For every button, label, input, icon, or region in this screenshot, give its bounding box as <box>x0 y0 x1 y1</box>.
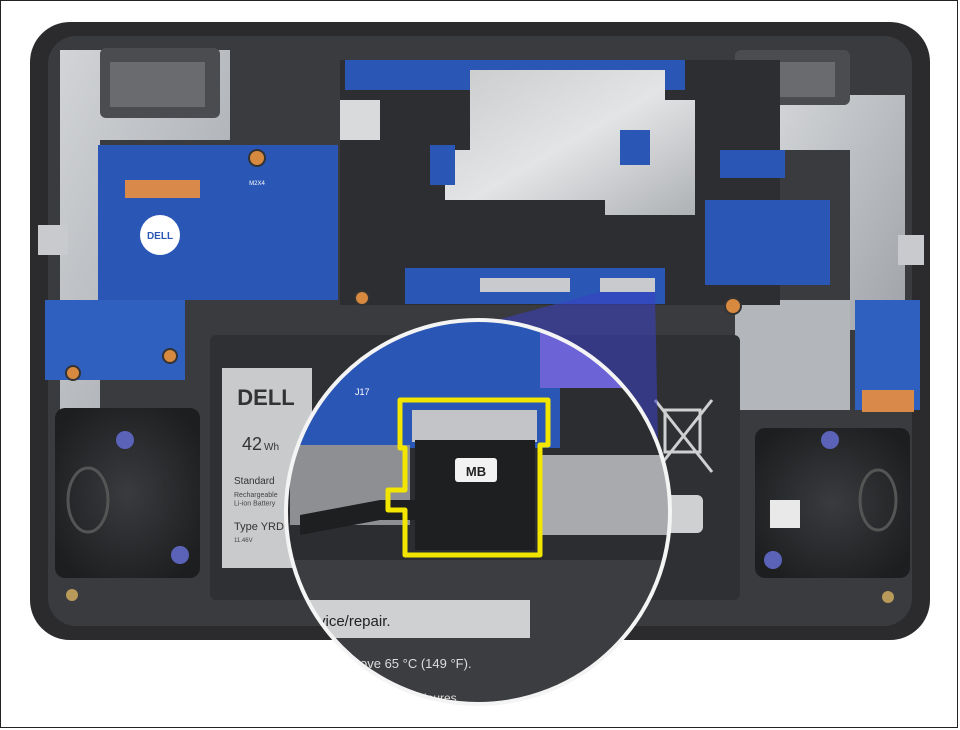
speaker-left <box>55 408 200 578</box>
connector-tag: J17 <box>355 387 370 397</box>
screw <box>354 290 370 306</box>
chip <box>620 130 650 165</box>
battery-standard: Standard <box>234 476 275 487</box>
speaker-right <box>755 428 910 578</box>
battery-brand: DELL <box>237 385 294 410</box>
battery-capacity-unit: Wh <box>264 442 279 453</box>
svg-text:MB: MB <box>466 464 486 479</box>
board-logo: DELL <box>147 231 173 242</box>
magnified-callout: vice/repair. ove 65 °C (149 °F). rieures… <box>286 320 670 704</box>
daughter-board-right <box>705 200 830 285</box>
warning-line-2: ove 65 °C (149 °F). <box>360 656 472 671</box>
connector <box>720 150 785 178</box>
battery-type: Type YRD <box>234 521 284 533</box>
wifi-card <box>340 100 380 140</box>
speaker-grommet <box>821 431 839 449</box>
chip <box>430 145 455 185</box>
screw <box>882 591 894 603</box>
usb-port-right <box>898 235 924 265</box>
screw <box>66 589 78 601</box>
metal-bracket-right <box>735 300 850 410</box>
orange-tab <box>862 390 914 412</box>
usb-port-left <box>38 225 68 255</box>
display-connector <box>412 410 537 442</box>
heat-shield-foil <box>445 70 695 215</box>
speaker-right-port <box>858 468 898 532</box>
dell-logo-circle <box>140 215 180 255</box>
screw <box>724 297 742 315</box>
warning-line-1: vice/repair. <box>318 613 391 630</box>
cable-tag: MB <box>455 458 497 482</box>
battery-voltage: 11.46V <box>234 538 253 544</box>
ribbon-connector <box>480 278 570 292</box>
screw <box>65 365 81 381</box>
board-screw-label: M2X4 <box>249 181 265 187</box>
speaker-grommet <box>764 551 782 569</box>
ribbon-connector <box>600 278 655 292</box>
speaker-grommet <box>116 431 134 449</box>
io-board-left <box>45 300 185 380</box>
screw <box>162 348 178 364</box>
hinge-left-plate <box>110 62 205 107</box>
highlight-outline <box>385 397 551 558</box>
speaker-grommet <box>171 546 189 564</box>
callout-ring <box>284 318 672 706</box>
motherboard-panel <box>98 145 338 300</box>
thermal-pad <box>125 180 200 198</box>
metal-tray-right <box>780 95 905 330</box>
speaker-left-port <box>66 466 110 534</box>
battery-logo-panel <box>665 495 703 533</box>
battery-capacity: 42 <box>242 434 262 454</box>
screw <box>248 149 266 167</box>
label-sticker <box>770 500 800 528</box>
